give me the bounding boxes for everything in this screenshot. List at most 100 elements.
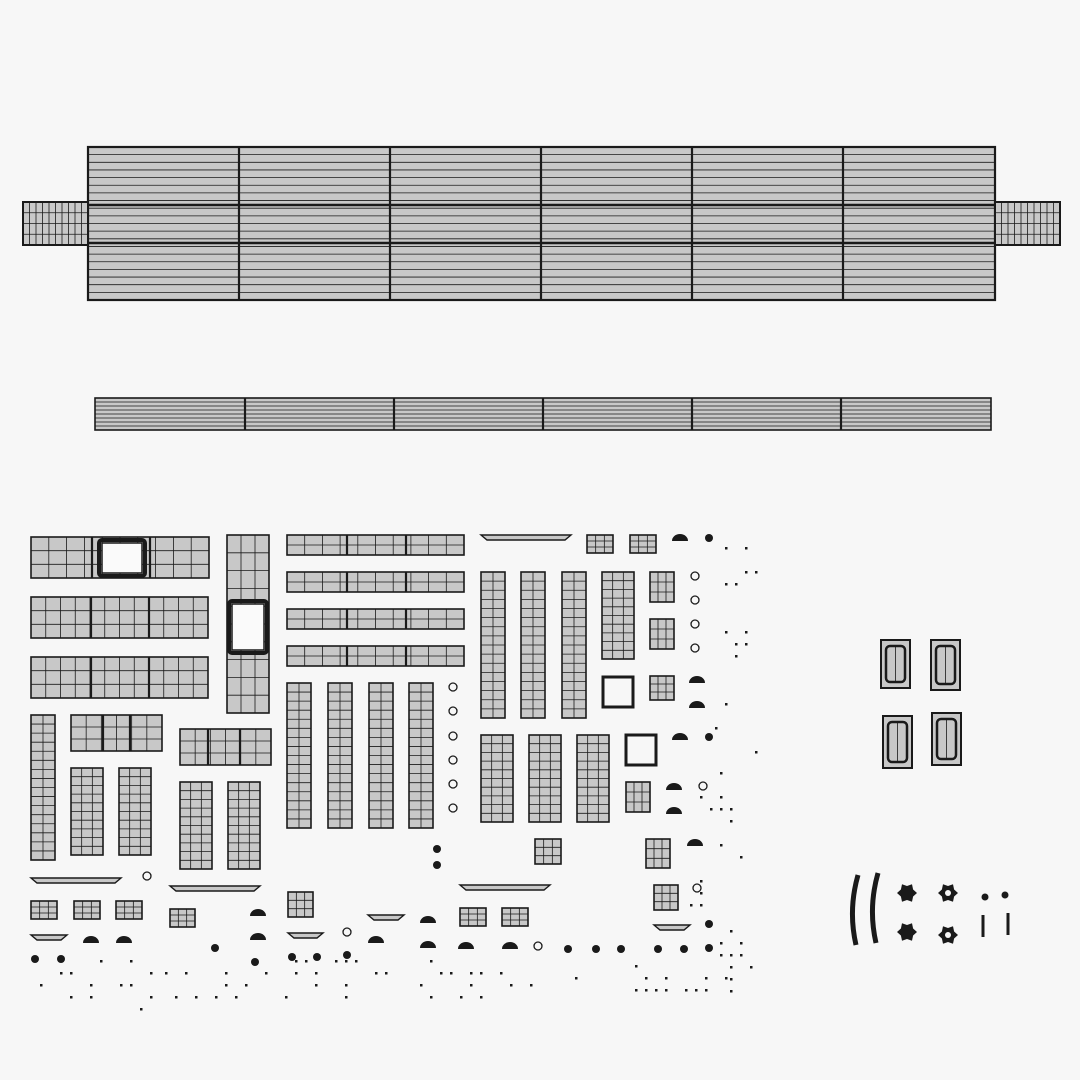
frame-square [601,675,635,709]
uv-panel [601,571,635,660]
small-panel [459,907,487,927]
small-dot [725,703,728,706]
nut [343,951,351,959]
uv-panel [327,682,353,829]
small-dot [700,892,703,895]
half-washer [689,701,705,708]
ring [448,731,458,741]
small-dot [725,583,728,586]
small-dot [225,972,228,975]
small-dot [710,808,713,811]
ring [142,871,152,881]
bracket-cluster [880,639,962,769]
uv-panel [286,534,465,556]
small-dot [345,984,348,987]
half-washer [458,942,474,949]
small-dot [665,977,668,980]
uv-panel [30,536,210,579]
uv-panel [70,767,104,856]
small-dot [295,972,298,975]
small-dot [745,643,748,646]
small-dot [690,904,693,907]
hole [101,542,143,574]
small-dot [315,972,318,975]
ring [448,755,458,765]
small-dot [720,808,723,811]
gear-hole [945,890,951,896]
small-dot [90,996,93,999]
flat-strip [652,924,692,931]
small-dot [700,880,703,883]
small-panel [629,534,657,554]
small-dot [695,989,698,992]
small-dot [60,972,63,975]
nut [251,958,259,966]
nut [564,945,572,953]
main-beam [22,145,1061,302]
uv-panel [30,714,56,861]
small-dot [130,960,133,963]
small-dot [305,960,308,963]
small-dot [430,996,433,999]
panel-face [649,675,675,701]
hole-rim [227,599,269,655]
small-dot [575,977,578,980]
small-dot [665,989,668,992]
half-washer [672,534,688,541]
small-panel [649,675,675,701]
small-dot [720,954,723,957]
ring [448,682,458,692]
small-dot [720,796,723,799]
small-dot [720,942,723,945]
small-dot [740,942,743,945]
small-dot [235,996,238,999]
flat-bar [94,397,992,431]
small-dot [140,1008,143,1011]
small-dot [730,930,733,933]
nut [617,945,625,953]
nut [705,944,713,952]
panel-face [653,884,679,911]
small-dot [725,547,728,550]
uv-panel [30,596,209,639]
uv-panel [480,571,506,719]
small-dot [745,631,748,634]
small-dot [130,984,133,987]
ring [690,619,700,629]
small-dot [755,751,758,754]
half-washer [368,936,384,943]
ring [448,779,458,789]
nut [31,955,39,963]
small-dot [730,808,733,811]
nut [313,953,321,961]
small-dot [480,996,483,999]
small-dot [295,960,298,963]
uv-panel [179,781,213,870]
half-washer [672,733,688,740]
small-dot [705,989,708,992]
small-dot [345,960,348,963]
panel-face [115,900,143,920]
half-washer [502,942,518,949]
panel-face [629,534,657,554]
half-washer [666,807,682,814]
flat-strip [29,934,69,941]
nut [57,955,65,963]
half-washer [83,936,99,943]
half-washer [250,933,266,940]
pin-head [1001,891,1009,899]
small-dot [745,571,748,574]
uv-panel [179,728,272,766]
half-washer [420,916,436,923]
gear-nut [897,923,917,941]
ring [533,941,543,951]
small-dot [740,856,743,859]
ring [690,643,700,653]
small-dot [730,990,733,993]
flat-strip [286,932,325,939]
small-panel [115,900,143,920]
nut [705,733,713,741]
small-dot [730,978,733,981]
uv-panel [70,714,163,752]
